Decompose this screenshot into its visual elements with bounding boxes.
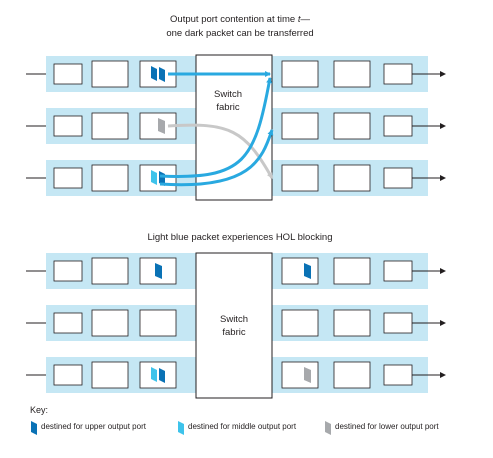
top-gray-packet-input-2 xyxy=(158,118,165,134)
top-output-port-1 xyxy=(272,56,446,92)
bottom-output-port-1 xyxy=(272,253,446,289)
bottom-fabric-label-line2: fabric xyxy=(222,327,245,338)
transfer-arrow-input-3-upper xyxy=(159,77,273,178)
key-lower-icon xyxy=(325,421,331,435)
top-dark-packet-input-1 xyxy=(151,66,165,82)
bottom-input-port-1 xyxy=(26,253,196,289)
bottom-input-port-3 xyxy=(26,357,196,393)
top-title-line2: one dark packet can be transferred xyxy=(166,28,313,39)
key-lower-label: destined for lower output port xyxy=(335,422,439,431)
bottom-packets-input-3 xyxy=(151,367,165,383)
bottom-fabric-label-line1: Switch xyxy=(220,314,248,325)
blocked-gray-arrow xyxy=(167,123,274,179)
bottom-input-port-2 xyxy=(26,305,196,341)
key-upper-icon xyxy=(31,421,37,435)
key-upper-label: destined for upper output port xyxy=(41,422,146,431)
key-title: Key: xyxy=(30,405,48,415)
top-title-line1: Output port contention at time t— xyxy=(170,14,310,25)
top-fabric-label-line1: Switch xyxy=(214,89,242,100)
top-input-port-2 xyxy=(26,108,196,144)
bottom-switch-fabric xyxy=(195,252,273,399)
top-fabric-label-line2: fabric xyxy=(216,102,239,113)
bottom-dark-packet-input-1 xyxy=(155,263,162,279)
top-input-port-3 xyxy=(26,160,196,196)
transfer-arrow-input-3-middle xyxy=(159,129,274,187)
key-middle-icon xyxy=(178,421,184,435)
bottom-title: Light blue packet experiences HOL blocki… xyxy=(147,232,332,243)
key-middle-label: destined for middle output port xyxy=(188,422,297,431)
bottom-dark-packet-output-1 xyxy=(304,263,311,279)
bottom-output-port-3 xyxy=(272,357,446,393)
top-output-port-3 xyxy=(272,160,446,196)
bottom-gray-packet-output-3 xyxy=(304,367,311,383)
top-output-port-2 xyxy=(272,108,446,144)
bottom-output-port-2 xyxy=(272,305,446,341)
